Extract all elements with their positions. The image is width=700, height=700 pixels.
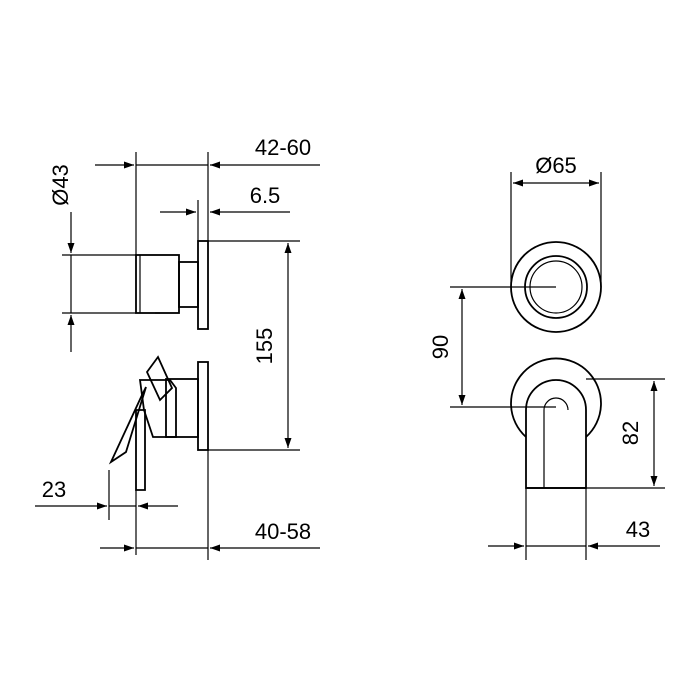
dim-label-6-5: 6.5: [250, 183, 281, 208]
dim-label-diameter-43: Ø43: [48, 164, 73, 206]
dim-155: 155: [208, 240, 300, 451]
dim-42-60: 42-60: [95, 135, 320, 255]
dim-label-82: 82: [618, 421, 643, 445]
side-view: Ø43 42-60 6.5 155: [35, 135, 320, 560]
dim-label-43: 43: [626, 517, 650, 542]
dim-90: 90: [428, 286, 556, 408]
dim-label-diameter-65: Ø65: [535, 153, 577, 178]
dim-label-23: 23: [42, 477, 66, 502]
dim-43: 43: [488, 488, 660, 560]
front-view-lower-escutcheon: [510, 357, 602, 489]
dim-40-58: 40-58: [100, 450, 320, 560]
dim-label-40-58: 40-58: [255, 519, 311, 544]
dim-label-42-60: 42-60: [255, 135, 311, 160]
dim-6-5: 6.5: [160, 183, 290, 241]
dim-82: 82: [586, 378, 665, 489]
dim-label-155: 155: [252, 328, 277, 365]
dim-23: 23: [35, 470, 178, 555]
front-view: Ø65 90 82 43: [428, 153, 665, 560]
side-view-lower-body: [108, 355, 209, 491]
dim-label-90: 90: [428, 335, 453, 359]
side-view-upper-body: [135, 240, 209, 330]
dim-diameter-65: Ø65: [510, 153, 602, 287]
dim-diameter-43: Ø43: [48, 164, 136, 352]
